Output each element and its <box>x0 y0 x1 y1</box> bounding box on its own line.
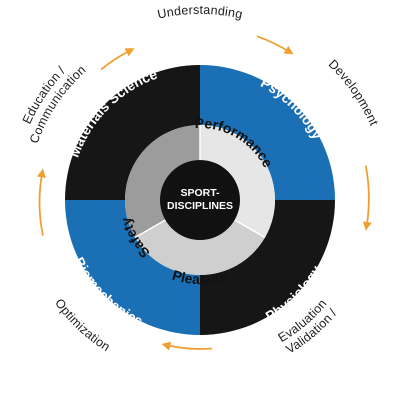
center-label-line2: DISCIPLINES <box>167 200 233 212</box>
arrow-education-to-understanding <box>100 48 135 71</box>
ring-segment-physiology <box>65 200 200 335</box>
arrow-development-to-optimization <box>362 165 372 231</box>
center-label-line1: SPORT- <box>180 187 220 199</box>
outer-ring <box>65 65 335 335</box>
ring-segment-psychology <box>200 65 335 200</box>
arrow-optimization-to-validation <box>161 341 213 351</box>
arrow-validation-to-education <box>36 168 46 236</box>
inner-label-pleasure: Pleasure <box>171 267 230 287</box>
arrow-understanding-to-development <box>256 35 294 55</box>
center-disk <box>160 160 240 240</box>
cycle-label-understanding: Understanding <box>156 3 244 22</box>
ring-segment-materials-science <box>65 65 200 200</box>
ring-segment-biomechanics <box>200 200 335 335</box>
cycle-arrows <box>36 35 372 351</box>
cycle-label-development: Development <box>326 57 381 128</box>
